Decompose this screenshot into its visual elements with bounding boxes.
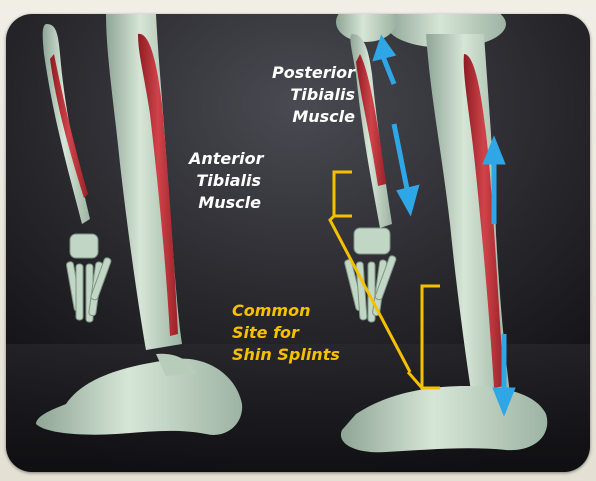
anterior-tibialis-label: Anterior Tibialis Muscle (189, 148, 261, 214)
anatomy-illustration: Posterior Tibialis Muscle Anterior Tibia… (6, 14, 590, 472)
common-site-label: Common Site for Shin Splints (232, 300, 352, 366)
posterior-tibialis-label: Posterior Tibialis Muscle (261, 62, 355, 128)
